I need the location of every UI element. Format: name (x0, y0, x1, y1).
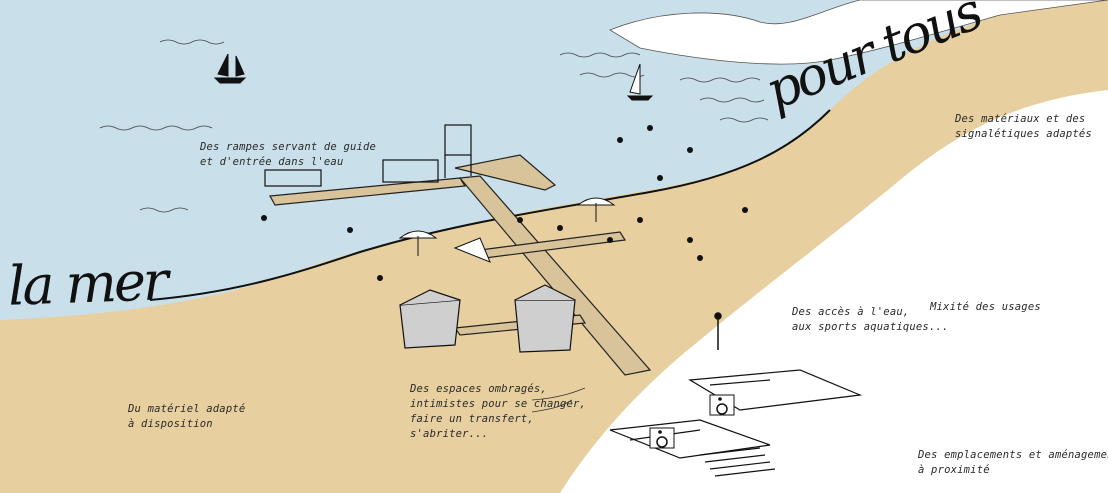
pergola (264, 124, 472, 187)
annotation-materials: Des matériaux et des signalétiques adapt… (955, 113, 1092, 140)
leader-lines (531, 387, 586, 413)
wheelchair-icon (649, 427, 675, 449)
sailboat-icon (626, 63, 654, 101)
annotation-ramps: Des rampes servant de guide et d'entrée … (200, 141, 377, 168)
annotation-shaded-spaces: Des espaces ombragés, intimistes pour se… (410, 383, 587, 440)
lamppost-icon (714, 312, 722, 350)
inland-area (560, 90, 1108, 493)
parking-area (609, 369, 863, 477)
waves (99, 39, 769, 213)
annotation-parking: Des emplacements et aménagements à proxi… (918, 449, 1108, 476)
distant-coast (609, 0, 1108, 65)
annotation-equipment: Du matériel adapté à disposition (128, 403, 246, 430)
annotation-water-access: Des accès à l'eau, aux sports aquatiques… (792, 306, 949, 333)
sailboat-icon (213, 53, 247, 84)
annotation-mixed-uses: Mixité des usages (930, 301, 1041, 313)
wheelchair-icon (709, 394, 735, 416)
title-la-mer: la mer (6, 249, 167, 318)
parasol-icon (398, 197, 616, 263)
people (261, 125, 748, 281)
cabana-icon (399, 284, 576, 353)
